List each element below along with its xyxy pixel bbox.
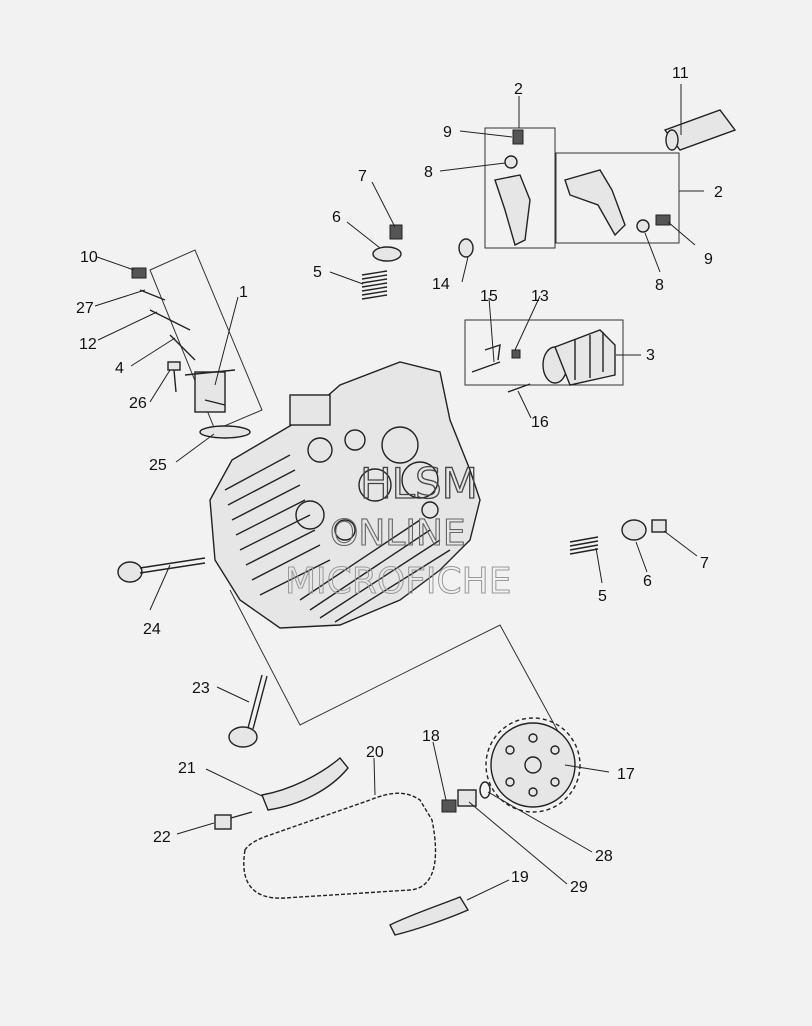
callout-7-upper: 7 <box>358 168 367 185</box>
callout-6-lower: 6 <box>643 573 652 590</box>
callout-5-lower: 5 <box>598 588 607 605</box>
sprocket-hardware <box>441 781 491 813</box>
rocker-shaft <box>663 109 737 151</box>
bolt-26 <box>167 361 181 393</box>
callout-18: 18 <box>422 728 440 745</box>
camshaft-group <box>464 319 624 393</box>
callout-labels: 1 2 2 3 4 5 5 6 6 7 7 8 8 9 9 10 11 12 1… <box>76 65 723 896</box>
rocker-arm-group-a <box>458 127 556 258</box>
tensioner-bolt <box>214 811 253 830</box>
chain-tensioner <box>261 756 349 811</box>
chain-guide <box>389 896 470 936</box>
watermark-line2: ONLINE <box>330 513 466 554</box>
callout-21: 21 <box>178 760 196 777</box>
cylinder-head <box>209 361 481 629</box>
callout-7-lower: 7 <box>700 555 709 572</box>
callout-12: 12 <box>79 336 97 353</box>
callout-23: 23 <box>192 680 210 697</box>
valve-spring-right <box>569 519 667 555</box>
callout-5-upper: 5 <box>313 264 322 281</box>
callout-17: 17 <box>617 766 635 783</box>
callout-8-left: 8 <box>424 164 433 181</box>
valve-23 <box>228 674 268 748</box>
callout-25: 25 <box>149 457 167 474</box>
timing-chain <box>243 792 437 899</box>
callout-24: 24 <box>143 621 161 638</box>
callout-15: 15 <box>480 288 498 305</box>
callout-14: 14 <box>432 276 450 293</box>
callout-10: 10 <box>80 249 98 266</box>
callout-9-left: 9 <box>443 124 452 141</box>
callout-22: 22 <box>153 829 171 846</box>
valve-spring-left <box>361 224 403 300</box>
callout-4: 4 <box>115 360 124 377</box>
callout-28: 28 <box>595 848 613 865</box>
callout-2-right: 2 <box>714 184 723 201</box>
callout-11: 11 <box>672 65 689 82</box>
callout-29: 29 <box>570 879 588 896</box>
watermark: HLSM ONLINE MICROFICHE <box>285 458 512 602</box>
callout-19: 19 <box>511 869 529 886</box>
callout-20: 20 <box>366 744 384 761</box>
callout-13: 13 <box>531 288 549 305</box>
callout-16: 16 <box>531 414 549 431</box>
callout-9-right: 9 <box>704 251 713 268</box>
callout-3: 3 <box>646 347 655 364</box>
leader-lines <box>94 84 704 901</box>
rocker-arm-group-b <box>555 152 680 244</box>
callout-1: 1 <box>239 284 248 301</box>
cam-sprocket <box>485 717 581 813</box>
valve-guide-group <box>131 249 263 439</box>
callout-26: 26 <box>129 395 147 412</box>
valve-24 <box>117 557 206 583</box>
callout-27: 27 <box>76 300 94 317</box>
watermark-line3: MICROFICHE <box>285 561 511 602</box>
watermark-line1: HLSM <box>360 459 478 508</box>
callout-6-upper: 6 <box>332 209 341 226</box>
callout-8-right: 8 <box>655 277 664 294</box>
callout-2-top: 2 <box>514 81 523 98</box>
